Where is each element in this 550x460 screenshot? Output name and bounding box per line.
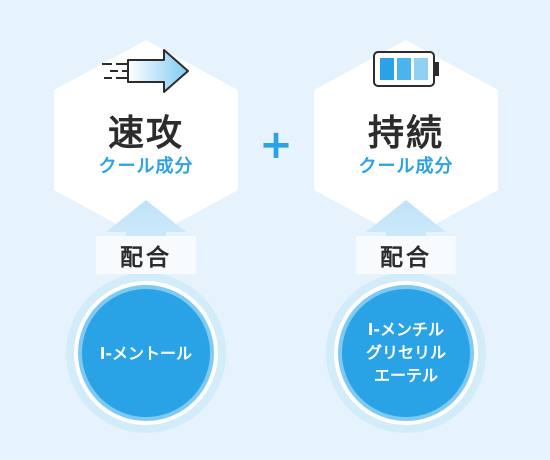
left-ingredient-circle <box>66 273 226 433</box>
right-subtitle: クール成分 <box>358 156 454 177</box>
battery-icon <box>373 51 439 87</box>
right-ingredient-circle <box>326 273 486 433</box>
right-ingredient-line: グリセリル <box>365 343 446 362</box>
speed-arrow-icon <box>102 49 189 93</box>
right-hexagon <box>314 40 498 240</box>
left-mix-label: 配合 <box>96 236 196 274</box>
right-ingredient-line: l-メンチル <box>367 320 445 339</box>
left-ingredient-label: l-メントール <box>99 344 193 363</box>
left-subtitle: クール成分 <box>98 156 194 177</box>
right-title: 持続 <box>367 113 444 154</box>
right-ingredient-line: エーテル <box>373 366 438 385</box>
left-title: 速攻 <box>107 113 184 154</box>
right-mix-label: 配合 <box>356 236 456 274</box>
right-ingredient-label: l-メンチル グリセリル エーテル <box>341 318 471 387</box>
plus-sign: + <box>259 122 293 168</box>
left-hexagon <box>54 40 238 240</box>
